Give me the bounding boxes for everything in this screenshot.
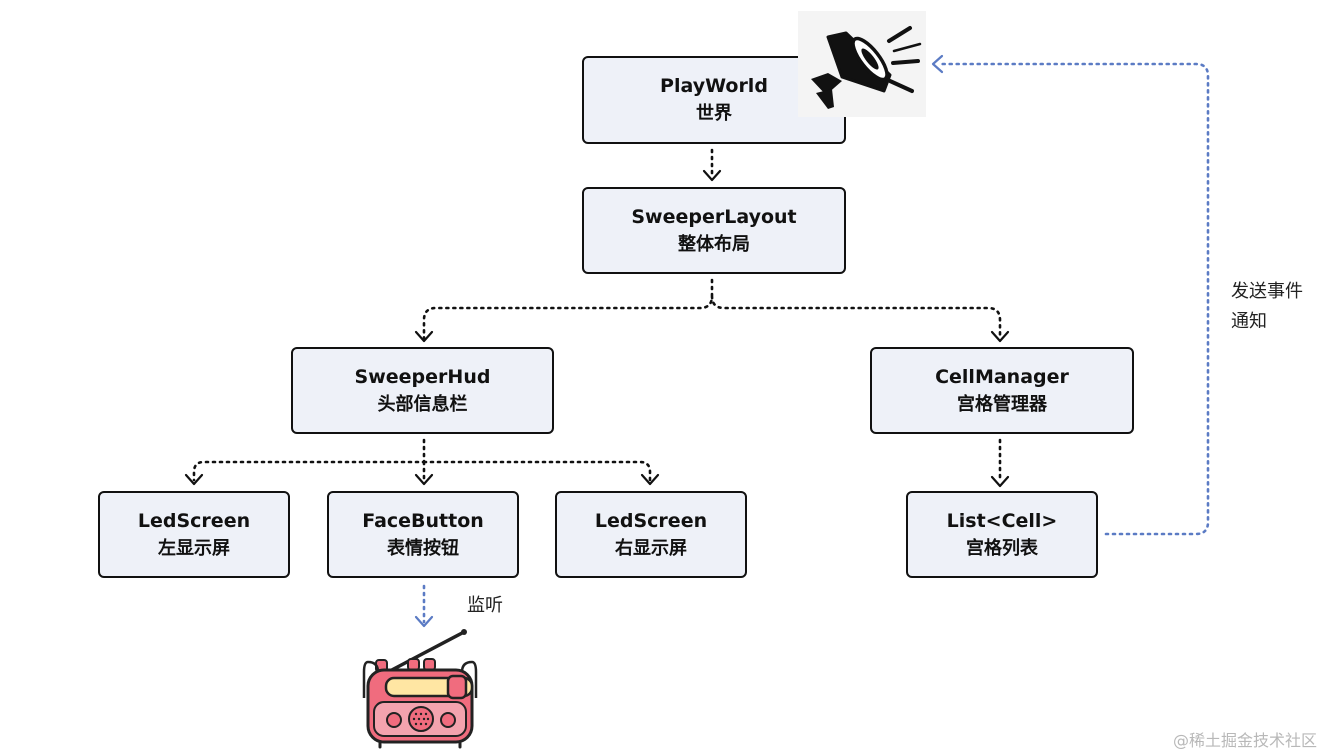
node-sweeperhud-subtitle: 头部信息栏 [377, 393, 468, 415]
node-ledscreen-right-subtitle: 右显示屏 [615, 537, 687, 559]
node-cellmanager-subtitle: 宫格管理器 [957, 393, 1047, 415]
megaphone-icon [798, 11, 926, 117]
connector-layout-branches [422, 278, 1002, 340]
arrowhead-layout [702, 169, 722, 182]
arrowhead-listen [414, 615, 434, 628]
arrowhead-facebutton [414, 473, 434, 486]
node-cell-list-subtitle: 宫格列表 [966, 537, 1038, 559]
node-ledscreen-left-title: LedScreen [137, 509, 251, 532]
notify-label-line2: 通知 [1231, 311, 1267, 332]
watermark: @稀土掘金技术社区 [1172, 731, 1317, 750]
arrowhead-celllist [990, 475, 1010, 488]
node-ledscreen-right-title: LedScreen [594, 509, 708, 532]
arrowhead-led-right [640, 473, 660, 486]
arrowhead-hud [414, 330, 434, 343]
node-playworld-subtitle: 世界 [696, 103, 732, 124]
node-sweeperhud: SweeperHud 头部信息栏 [291, 347, 554, 434]
arrowhead-cellmanager [990, 330, 1010, 343]
arrowhead-notify [931, 54, 944, 74]
node-sweeperlayout-subtitle: 整体布局 [678, 233, 750, 255]
node-playworld-title: PlayWorld [660, 75, 768, 97]
node-ledscreen-left: LedScreen 左显示屏 [98, 491, 290, 578]
node-ledscreen-right: LedScreen 右显示屏 [555, 491, 747, 578]
radio-icon [360, 628, 480, 750]
node-cellmanager: CellManager 宫格管理器 [870, 347, 1134, 434]
node-cellmanager-title: CellManager [935, 365, 1069, 388]
connector-hud-branches [192, 438, 652, 482]
node-cell-list-title: List<Cell> [946, 509, 1058, 532]
node-sweeperlayout: SweeperLayout 整体布局 [582, 187, 846, 274]
listen-label: 监听 [467, 595, 503, 616]
node-sweeperlayout-title: SweeperLayout [631, 205, 797, 228]
arrowhead-led-left [184, 473, 204, 486]
node-facebutton-subtitle: 表情按钮 [387, 537, 459, 559]
node-ledscreen-left-subtitle: 左显示屏 [158, 537, 230, 559]
node-facebutton-title: FaceButton [362, 509, 484, 532]
notify-label-line1: 发送事件 [1231, 281, 1303, 302]
node-facebutton: FaceButton 表情按钮 [327, 491, 519, 578]
notify-label: 发送事件 通知 [1231, 277, 1303, 337]
node-cell-list: List<Cell> 宫格列表 [906, 491, 1098, 578]
notify-connector [938, 62, 1210, 536]
node-sweeperhud-title: SweeperHud [354, 365, 491, 388]
